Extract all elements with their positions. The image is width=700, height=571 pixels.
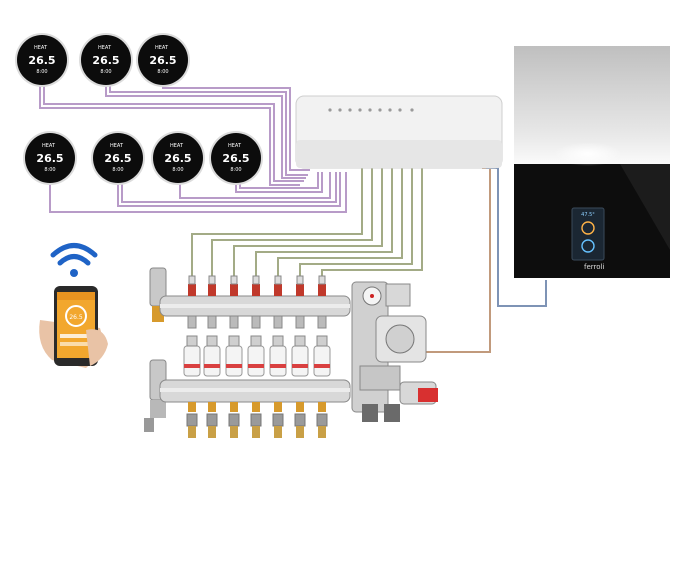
outlet-fitting — [272, 402, 284, 438]
smartphone: 26.5 — [39, 286, 108, 368]
thermostat-temp: 26.5 — [36, 152, 63, 165]
thermostat-group: HEAT26.58:00HEAT26.58:00HEAT26.58:00HEAT… — [15, 33, 263, 185]
thermostat-mode: HEAT — [110, 143, 124, 149]
actuator — [183, 335, 201, 377]
actuator — [203, 335, 221, 377]
pump-wire — [420, 167, 491, 353]
thermostat-mode: HEAT — [155, 45, 169, 51]
thermostat-mode: HEAT — [98, 45, 112, 51]
thermostat-face — [93, 133, 143, 183]
actuator — [247, 335, 265, 377]
thermostat-temp: 26.5 — [164, 152, 191, 165]
actuator — [313, 335, 331, 377]
thermostat-temp: 26.5 — [104, 152, 131, 165]
thermostat-time: 8:00 — [172, 167, 183, 173]
thermostat-face — [81, 35, 131, 85]
thermostat-time: 8:00 — [112, 167, 123, 173]
thermostat-face — [17, 35, 67, 85]
wiring-center — [295, 95, 503, 169]
thermostat-mode: HEAT — [34, 45, 48, 51]
status-leds — [328, 108, 414, 112]
thermostat-temp: 26.5 — [149, 54, 176, 67]
thermostat-time: 8:00 — [36, 69, 47, 75]
thermostat-mode: HEAT — [228, 143, 242, 149]
thermostat-time: 8:00 — [230, 167, 241, 173]
flow-meter — [317, 275, 327, 329]
flow-meter — [295, 275, 305, 329]
thermostat-face — [211, 133, 261, 183]
outlet-fitting — [316, 402, 328, 438]
outlet-fitting — [186, 402, 198, 438]
thermostat-temp: 26.5 — [28, 54, 55, 67]
actuator — [225, 335, 243, 377]
thermostat-face — [25, 133, 75, 183]
actuator-wires — [191, 168, 423, 288]
flow-meter — [207, 275, 217, 329]
thermostat-wires — [39, 86, 347, 213]
phone-display: 26.5 — [69, 314, 83, 321]
thermostat-time: 8:00 — [100, 69, 111, 75]
actuator — [291, 335, 309, 377]
outlet-fitting — [294, 402, 306, 438]
wifi-icon — [50, 243, 98, 277]
outlet-fitting — [206, 402, 218, 438]
flow-meter — [251, 275, 261, 329]
thermostat-1: HEAT 26.5 8:00 — [15, 33, 69, 87]
flow-meter — [229, 275, 239, 329]
manifold — [144, 267, 351, 438]
thermostat-temp: 26.5 — [92, 54, 119, 67]
thermostat-time: 8:00 — [157, 69, 168, 75]
thermostat-mode: HEAT — [170, 143, 184, 149]
thermostat-3: HEAT 26.5 8:00 — [136, 33, 190, 87]
thermostat-2: HEAT 26.5 8:00 — [79, 33, 133, 87]
thermostat-temp: 26.5 — [222, 152, 249, 165]
thermostat-face — [153, 133, 203, 183]
thermostat-6: HEAT 26.5 8:00 — [151, 131, 205, 185]
thermostat-5: HEAT 26.5 8:00 — [91, 131, 145, 185]
thermostat-mode: HEAT — [42, 143, 56, 149]
flow-meter — [273, 275, 283, 329]
boiler-screen: 47.5° — [571, 207, 605, 261]
pump-group — [351, 281, 438, 422]
boiler-brand: ferroli — [584, 263, 605, 271]
outlet-fitting — [250, 402, 262, 438]
flow-meter — [187, 275, 197, 329]
thermostat-time: 8:00 — [44, 167, 55, 173]
boiler-screen-temp: 47.5° — [581, 212, 595, 218]
outlet-fitting — [228, 402, 240, 438]
boiler: 47.5° — [514, 46, 670, 278]
thermostat-4: HEAT 26.5 8:00 — [23, 131, 77, 185]
thermostat-face — [138, 35, 188, 85]
thermostat-7: HEAT 26.5 8:00 — [209, 131, 263, 185]
actuator — [269, 335, 287, 377]
